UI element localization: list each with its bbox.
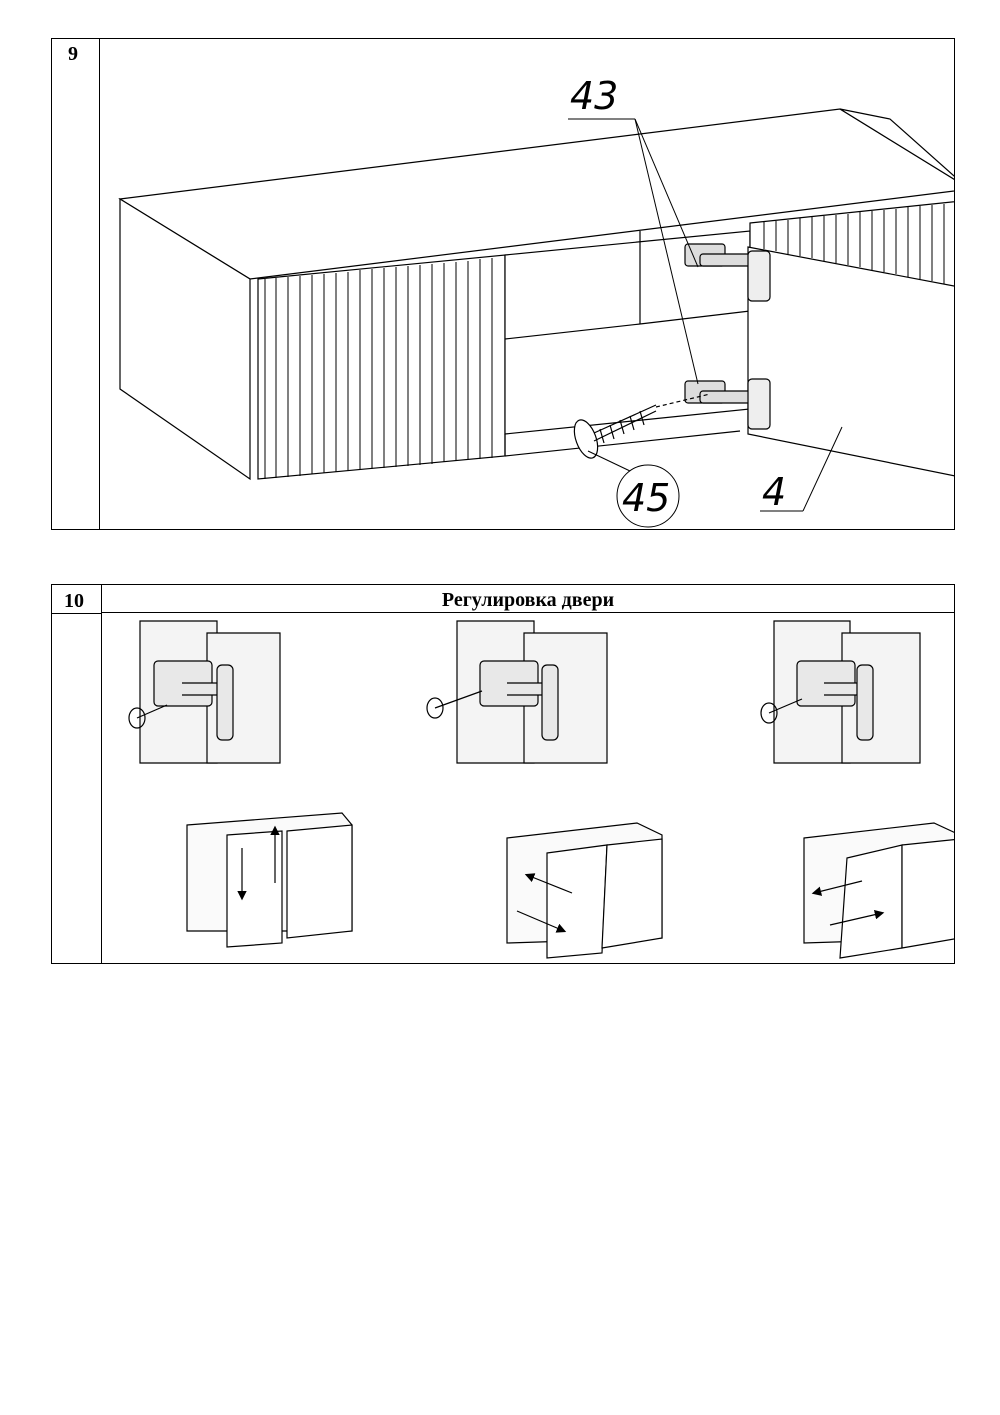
door-adjustment-illustrations: [128, 620, 954, 959]
door-alignment-vertical: [186, 812, 353, 948]
screw-45: [573, 393, 711, 459]
step-9-table: 9: [51, 38, 955, 530]
step-number-cell: 10: [52, 585, 102, 963]
step-header-row: Регулировка двери: [102, 585, 954, 613]
door-alignment-horizontal-right: [803, 822, 954, 959]
callout-door-label: 4: [762, 470, 786, 514]
hinge-adjustment-height: [760, 620, 921, 764]
cabinet-hinge-assembly-drawing: 43 45 4: [118, 74, 954, 528]
callout-screw-label: 45: [622, 476, 670, 520]
step-number: 9: [68, 43, 78, 65]
callout-hinge-label: 43: [570, 74, 618, 118]
hinge-adjustment-side: [426, 620, 608, 764]
row-divider: [52, 613, 102, 614]
step-10-table: 10 Регулировка двери: [51, 584, 955, 964]
step-title: Регулировка двери: [441, 589, 615, 611]
hinge-43: [684, 243, 771, 430]
cabinet-right-side: [839, 108, 954, 180]
cabinet-left-side: [119, 197, 251, 481]
fluting-pattern: [264, 204, 945, 479]
door-alignment-horizontal-left: [506, 822, 663, 959]
step-number: 10: [64, 590, 84, 612]
door-panel: [747, 246, 954, 477]
hinge-adjustment-depth: [128, 620, 281, 764]
step-number-cell: 9: [52, 39, 100, 529]
